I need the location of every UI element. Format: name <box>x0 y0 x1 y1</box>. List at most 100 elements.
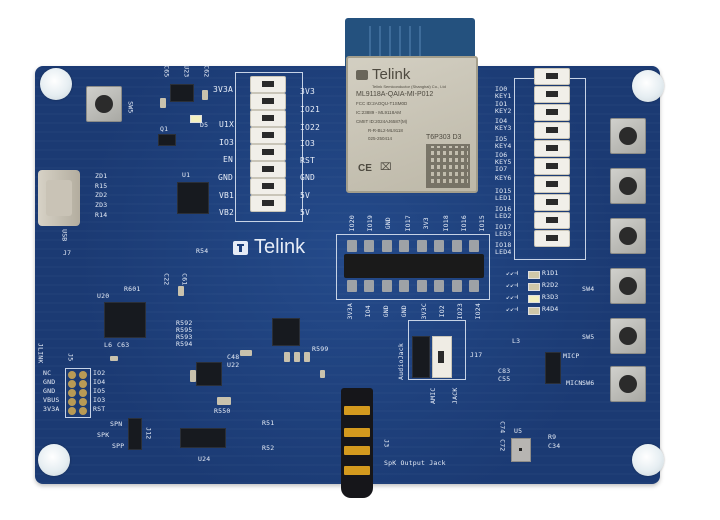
black-pin-header[interactable] <box>344 240 484 292</box>
jumper-cap[interactable] <box>534 194 570 211</box>
jumper-cap[interactable] <box>250 178 286 195</box>
jumper-cap[interactable] <box>534 122 570 139</box>
silk-label: 5V <box>300 191 311 200</box>
silk-label: U22 <box>227 361 240 369</box>
silk-label: KEY6 <box>495 174 512 182</box>
audio-jumper-body <box>412 336 430 378</box>
tactile-button-sw3[interactable] <box>610 218 646 254</box>
capacitor <box>190 370 196 382</box>
tactile-button-sw6[interactable] <box>610 366 646 402</box>
tactile-button-sw5[interactable] <box>610 318 646 354</box>
silk-label: IO2 <box>93 369 106 377</box>
silk-label: C48 <box>227 353 240 361</box>
silk-label: L6 <box>104 341 113 349</box>
silk-label: LED4 <box>495 248 512 256</box>
mounting-standoff-bottom-left <box>38 444 70 476</box>
tactile-button-sw1[interactable] <box>610 118 646 154</box>
silk-label: IO7 <box>495 165 508 173</box>
chip-u23 <box>170 84 194 102</box>
led-label: R2D2 <box>542 281 559 289</box>
jumper-cap[interactable] <box>534 68 570 85</box>
silk-label: C72 <box>498 439 507 452</box>
jumper-cap[interactable] <box>250 144 286 161</box>
silk-label: IO16 <box>459 215 468 232</box>
jumper-cap[interactable] <box>250 93 286 110</box>
jumper-cap[interactable] <box>534 104 570 121</box>
silk-label: SPK <box>97 431 110 439</box>
tactile-button-sw4[interactable] <box>610 268 646 304</box>
silk-label: GND <box>218 173 234 182</box>
led-label: R1D1 <box>542 269 559 277</box>
jumper-cap[interactable] <box>250 127 286 144</box>
status-led <box>528 271 540 279</box>
jumper-cap[interactable] <box>534 212 570 229</box>
mic-header[interactable] <box>545 352 561 384</box>
silk-label: ZD2 <box>95 191 108 199</box>
jumper-cap[interactable] <box>250 161 286 178</box>
capacitor <box>304 352 310 362</box>
silk-label: J17 <box>470 351 483 359</box>
silk-label: IO17 <box>495 223 512 231</box>
silk-label: USB <box>60 229 69 242</box>
silk-label: IO2 <box>437 305 446 318</box>
silk-label: IO4 <box>495 117 508 125</box>
status-led <box>528 307 540 315</box>
mounting-standoff-top-right <box>632 70 664 102</box>
silk-label: U20 <box>97 292 110 300</box>
jumper-cap[interactable] <box>250 110 286 127</box>
silk-label: GND <box>43 378 56 386</box>
silk-label: IO5 <box>93 387 106 395</box>
silk-label: 3V3A <box>345 303 354 320</box>
silk-label: IO15 <box>495 187 512 195</box>
reset-button[interactable] <box>86 86 122 122</box>
tactile-button-sw2[interactable] <box>610 168 646 204</box>
silk-label: C61 <box>180 273 189 286</box>
silk-label: SW4 <box>582 285 595 293</box>
silk-label: IO3 <box>300 139 316 148</box>
jumper-cap[interactable] <box>534 140 570 157</box>
audio-jack-j3[interactable] <box>341 388 373 498</box>
silk-label: J5 <box>66 353 75 362</box>
jtag-header[interactable] <box>65 368 91 418</box>
chip-codec <box>272 318 300 346</box>
qr-code-icon <box>426 144 470 188</box>
jumper-cap[interactable] <box>250 76 286 93</box>
silk-label: IO17 <box>403 215 412 232</box>
module-ic-id: IC:23889 - ML9118AM <box>356 110 401 115</box>
silk-label: R593 <box>176 333 193 341</box>
silk-label: IO1 <box>495 100 508 108</box>
silk-label: NC <box>43 369 52 377</box>
jumper-cap[interactable] <box>534 158 570 175</box>
silk-label: R595 <box>176 326 193 334</box>
capacitor <box>294 352 300 362</box>
audio-jumper-cap[interactable] <box>432 336 452 378</box>
module-cert-2: 025-250414 <box>368 136 393 141</box>
mounting-standoff-top-left <box>40 68 72 100</box>
silk-label: JACK <box>451 387 459 404</box>
jumper-cap[interactable] <box>534 176 570 193</box>
silk-label: SW5 <box>126 101 135 114</box>
silk-label: R594 <box>176 340 193 348</box>
jumper-cap[interactable] <box>534 86 570 103</box>
silk-label: C63 <box>117 341 130 349</box>
silk-label: 3V3A <box>213 85 234 94</box>
led-symbol-icon: ↙↙⊣ <box>506 269 519 277</box>
usb-c-connector[interactable] <box>38 170 80 226</box>
jumper-cap[interactable] <box>250 195 286 212</box>
silk-label: IO5 <box>495 135 508 143</box>
module-brand: Telink <box>372 66 411 83</box>
silk-label: C22 <box>162 273 171 286</box>
silk-label: U1 <box>182 171 191 179</box>
silk-label: R550 <box>214 407 231 415</box>
resistor-r550 <box>217 397 231 405</box>
silk-label: GND <box>383 217 392 230</box>
jumper-cap[interactable] <box>534 230 570 247</box>
speaker-connector-j12[interactable] <box>128 418 142 450</box>
silk-label: 3V3 <box>300 87 316 96</box>
chip-u24 <box>180 428 226 448</box>
led-symbol-icon: ↙↙⊣ <box>506 305 519 313</box>
chip-u20 <box>104 302 146 338</box>
silk-label: R51 <box>262 419 275 427</box>
silk-label: GND <box>399 305 408 318</box>
module-tagline: Telink Semiconductor (Shanghai) Co., Ltd <box>372 84 446 89</box>
